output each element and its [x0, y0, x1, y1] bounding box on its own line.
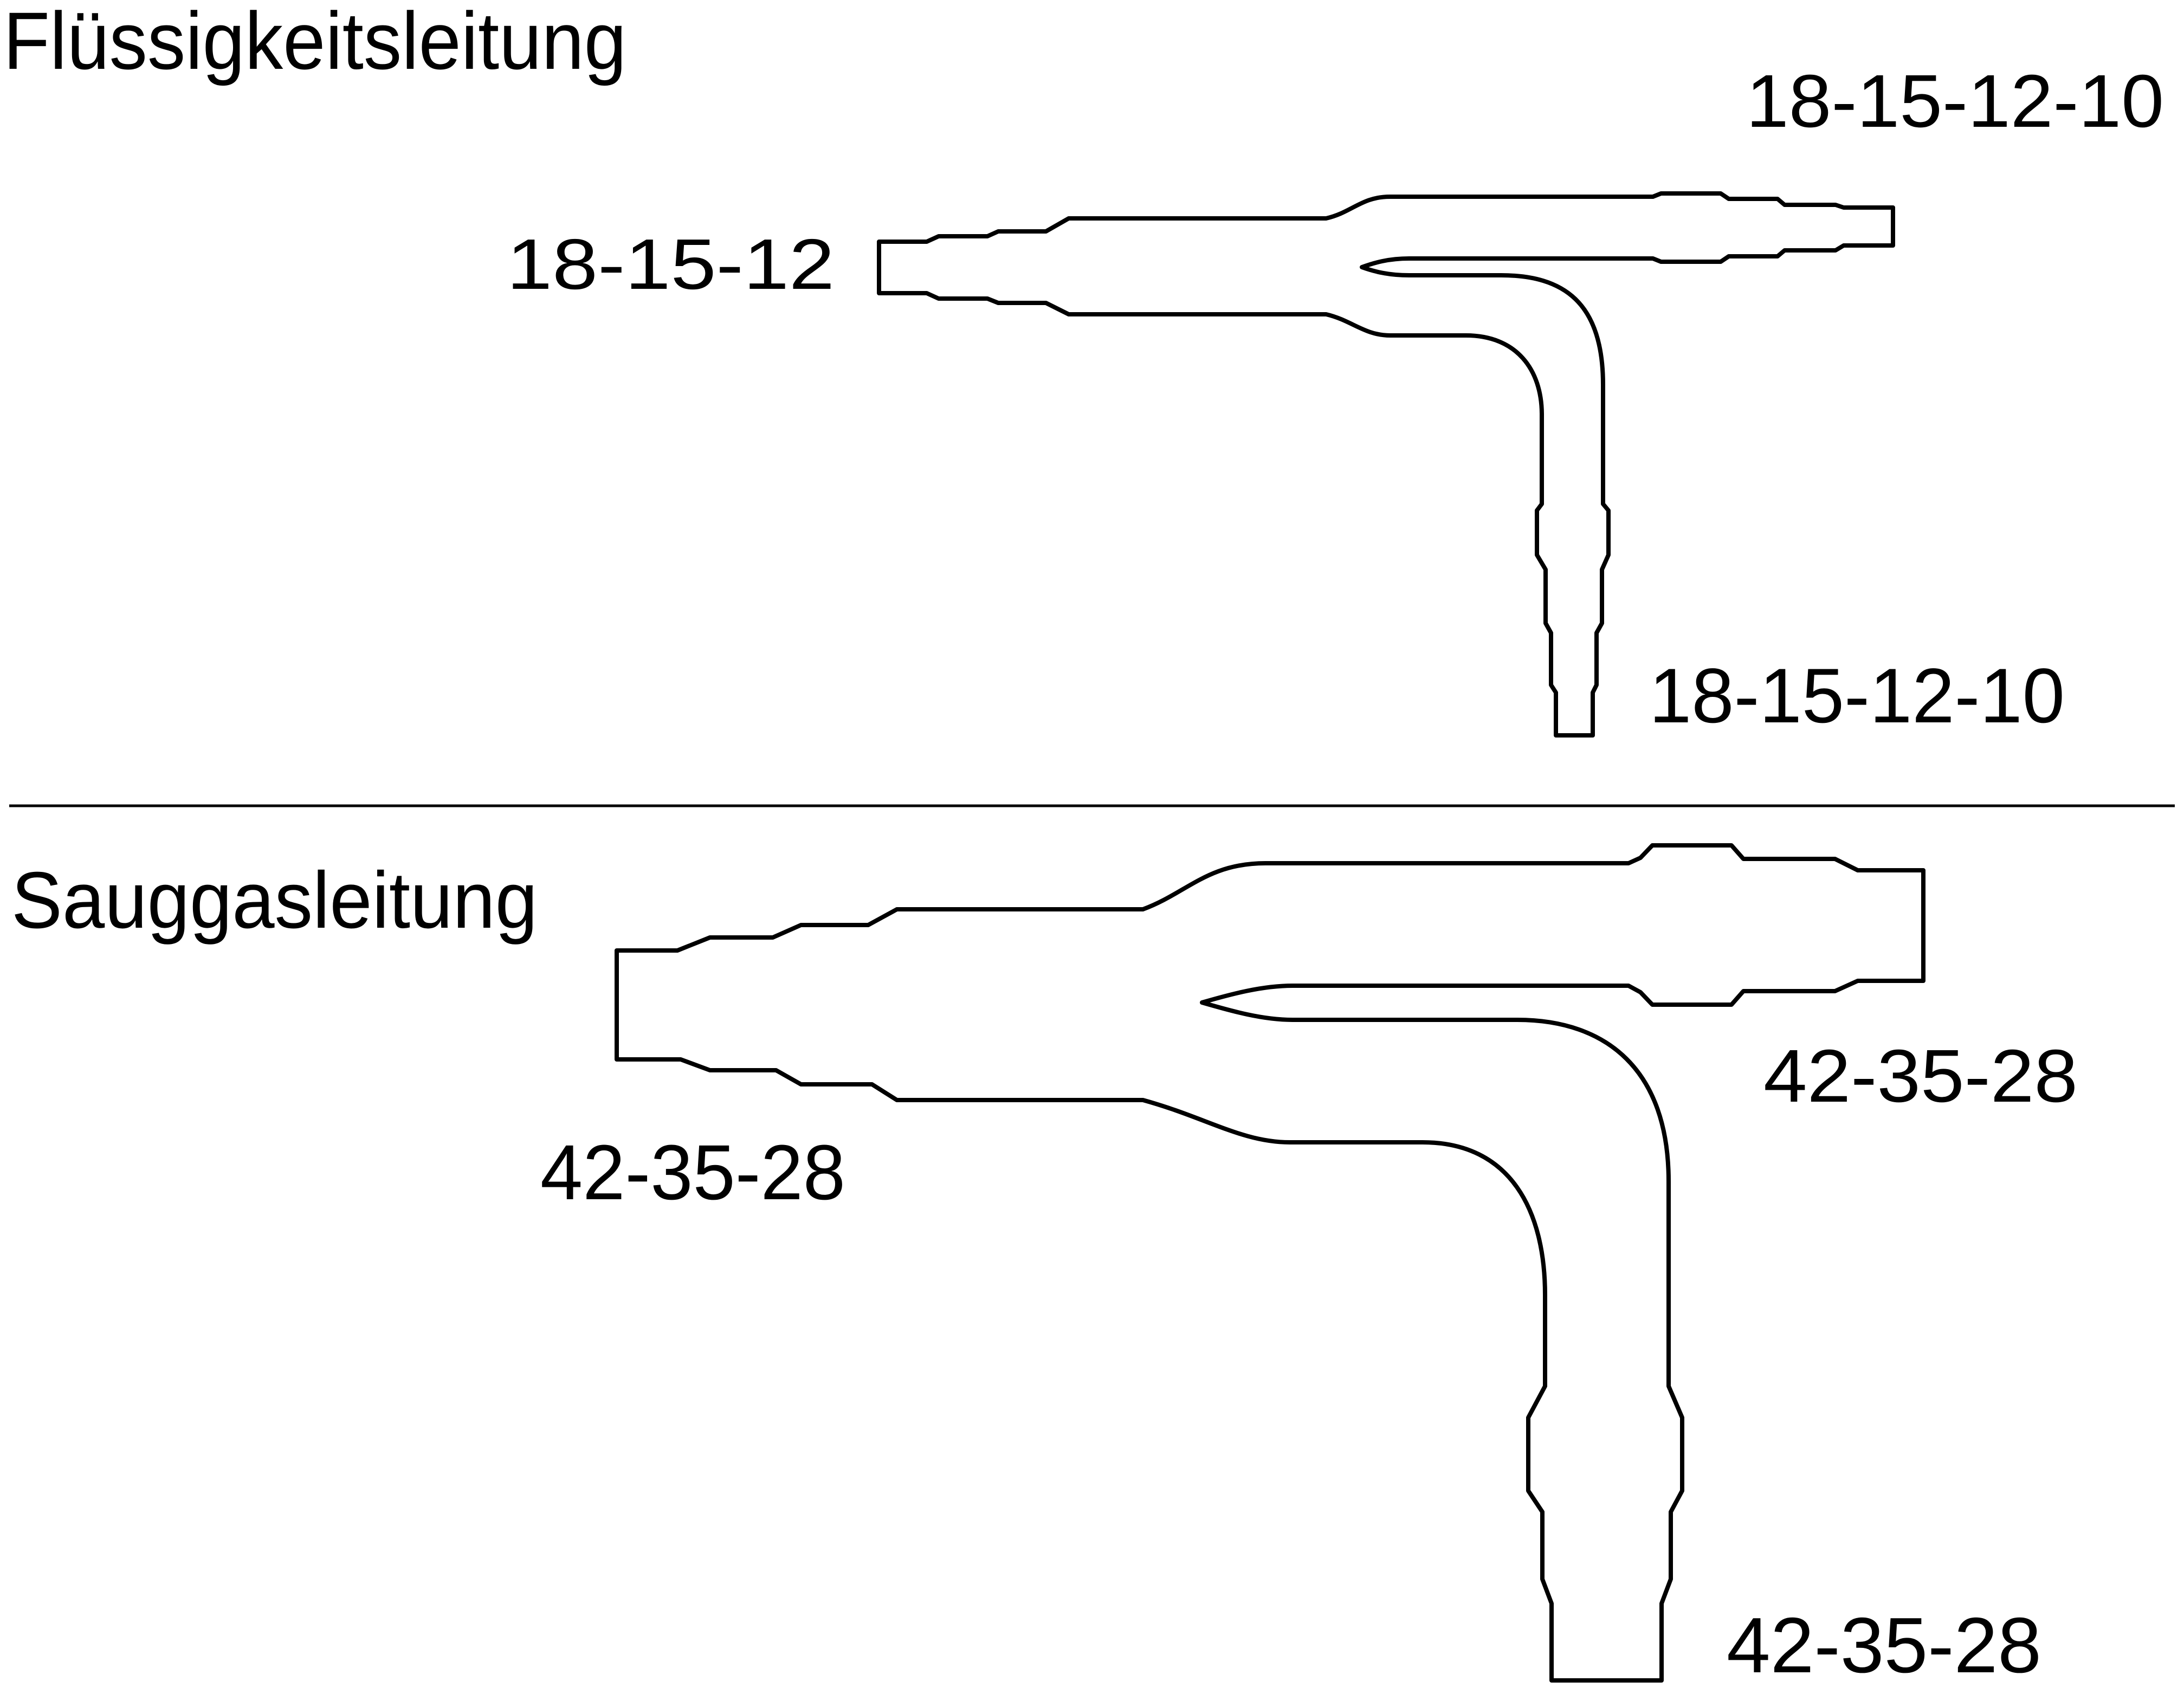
liquid-inlet-label: 18-15-12 — [507, 224, 835, 304]
suction-line-title: Sauggasleitung — [11, 856, 538, 945]
suction-inlet-label: 42-35-28 — [540, 1129, 845, 1216]
suction-line-section: Sauggasleitung 42-35-28 42-35-28 42-35-2… — [11, 843, 2078, 1688]
suction-fitting-outline — [615, 843, 1925, 1683]
liquid-branch-right-label: 18-15-12-10 — [1746, 60, 2164, 143]
liquid-line-section: Flüssigkeitsleitung 18-15-12 18-15-12-10… — [3, 0, 2164, 739]
liquid-fitting-outline — [877, 191, 1895, 738]
suction-branch-bottom-label: 42-35-28 — [1727, 1601, 2041, 1688]
liquid-line-title: Flüssigkeitsleitung — [3, 0, 626, 86]
liquid-branch-bottom-label: 18-15-12-10 — [1649, 653, 2065, 739]
suction-branch-right-label: 42-35-28 — [1763, 1034, 2078, 1118]
